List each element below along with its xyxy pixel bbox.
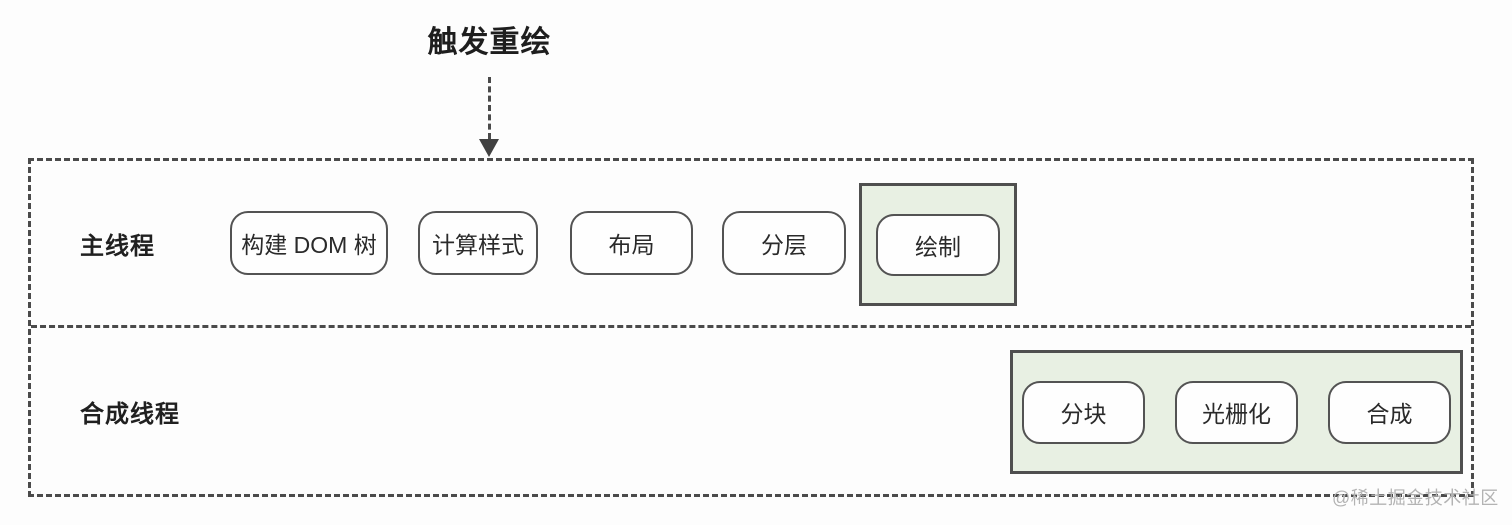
- compositor-highlight-box: 分块 光栅化 合成: [1010, 350, 1463, 474]
- render-pipeline-container: 主线程 构建 DOM 树 计算样式 布局 分层 绘制 合成线程 分块 光栅化 合…: [28, 158, 1474, 497]
- arrow-dashed-line: [488, 77, 491, 139]
- step-layout: 布局: [570, 211, 693, 275]
- step-rasterization: 光栅化: [1175, 380, 1298, 444]
- step-tiling: 分块: [1022, 380, 1145, 444]
- main-thread-label: 主线程: [80, 232, 155, 260]
- step-compute-style: 计算样式: [418, 211, 538, 275]
- compositor-thread-label: 合成线程: [80, 400, 180, 428]
- compositor-thread-row: 合成线程 分块 光栅化 合成: [31, 328, 1471, 494]
- watermark: @稀土掘金技术社区: [1332, 488, 1499, 508]
- paint-highlight-box: 绘制: [859, 183, 1017, 306]
- arrow-down-icon: [479, 139, 499, 157]
- step-build-dom-tree: 构建 DOM 树: [230, 211, 388, 275]
- step-layering: 分层: [722, 211, 846, 275]
- step-compositing: 合成: [1328, 380, 1451, 444]
- trigger-repaint-title: 触发重绘: [427, 26, 552, 59]
- step-paint: 绘制: [876, 213, 1000, 276]
- main-thread-row: 主线程 构建 DOM 树 计算样式 布局 分层 绘制: [31, 161, 1471, 328]
